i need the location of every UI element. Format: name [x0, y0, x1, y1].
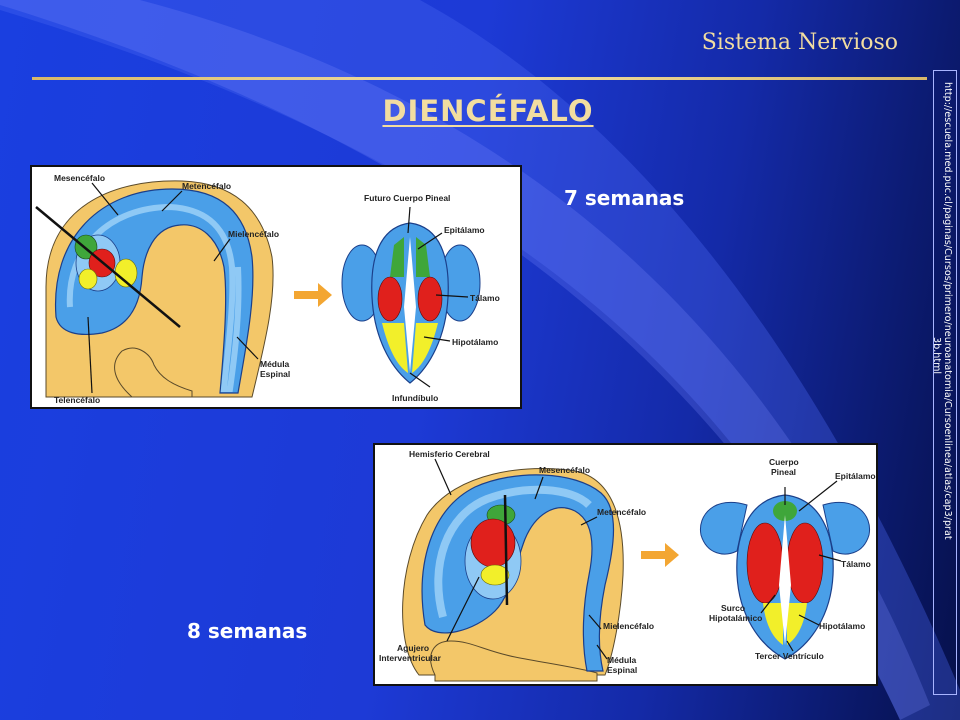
label-metencefalo-8: Metencéfalo — [597, 507, 646, 517]
label-pineal: Pineal — [771, 467, 796, 477]
header-divider — [32, 77, 927, 80]
label-hemisferio-cerebral: Hemisferio Cerebral — [409, 449, 490, 459]
label-mielencefalo: Mielencéfalo — [228, 229, 279, 239]
label-agujero: Agujero — [397, 643, 429, 653]
label-talamo-8: Tálamo — [841, 559, 871, 569]
label-mesencefalo: Mesencéfalo — [54, 173, 105, 183]
source-url-frame — [933, 70, 957, 695]
label-espinal: Espinal — [260, 369, 290, 379]
label-cuerpo: Cuerpo — [769, 457, 799, 467]
label-telencefalo: Telencéfalo — [54, 395, 100, 405]
label-mesencefalo-8: Mesencéfalo — [539, 465, 590, 475]
label-surco: Surco — [721, 603, 745, 613]
label-futuro-cuerpo-pineal: Futuro Cuerpo Pineal — [364, 193, 450, 203]
diagram-8-weeks: Hemisferio Cerebral Mesencéfalo Metencéf… — [373, 443, 878, 686]
diagram-7-weeks: Mesencéfalo Metencéfalo Mielencéfalo Méd… — [30, 165, 522, 409]
label-interventricular: Interventricular — [379, 653, 442, 663]
label-hipotalamo-8: Hipotálamo — [819, 621, 865, 631]
caption-8-semanas: 8 semanas — [187, 619, 308, 643]
source-url: http://escuela.med.puc.cl/paginas/Cursos… — [931, 82, 953, 540]
label-epitalamo-8: Epitálamo — [835, 471, 876, 481]
caption-7-semanas: 7 semanas — [564, 186, 685, 210]
label-metencefalo: Metencéfalo — [182, 181, 231, 191]
label-mielencefalo-8: Mielencéfalo — [603, 621, 654, 631]
label-talamo: Tálamo — [470, 293, 500, 303]
label-espinal-8: Espinal — [607, 665, 637, 675]
section-title: Sistema Nervioso — [701, 30, 898, 55]
label-tercer-ventriculo: Tercer Ventrículo — [755, 651, 824, 661]
label-medula-8: Médula — [607, 655, 637, 665]
embryo-8-weeks-illustration: Hemisferio Cerebral Mesencéfalo Metencéf… — [379, 449, 876, 682]
slide-title: DIENCÉFALO — [382, 94, 594, 128]
label-epitalamo: Epitálamo — [444, 225, 485, 235]
label-medula: Médula — [260, 359, 290, 369]
embryo-7-weeks-illustration: Mesencéfalo Metencéfalo Mielencéfalo Méd… — [35, 173, 500, 405]
label-infundibulo: Infundíbulo — [392, 393, 438, 403]
label-hipotalamico: Hipotalámico — [709, 613, 762, 623]
label-hipotalamo: Hipotálamo — [452, 337, 498, 347]
